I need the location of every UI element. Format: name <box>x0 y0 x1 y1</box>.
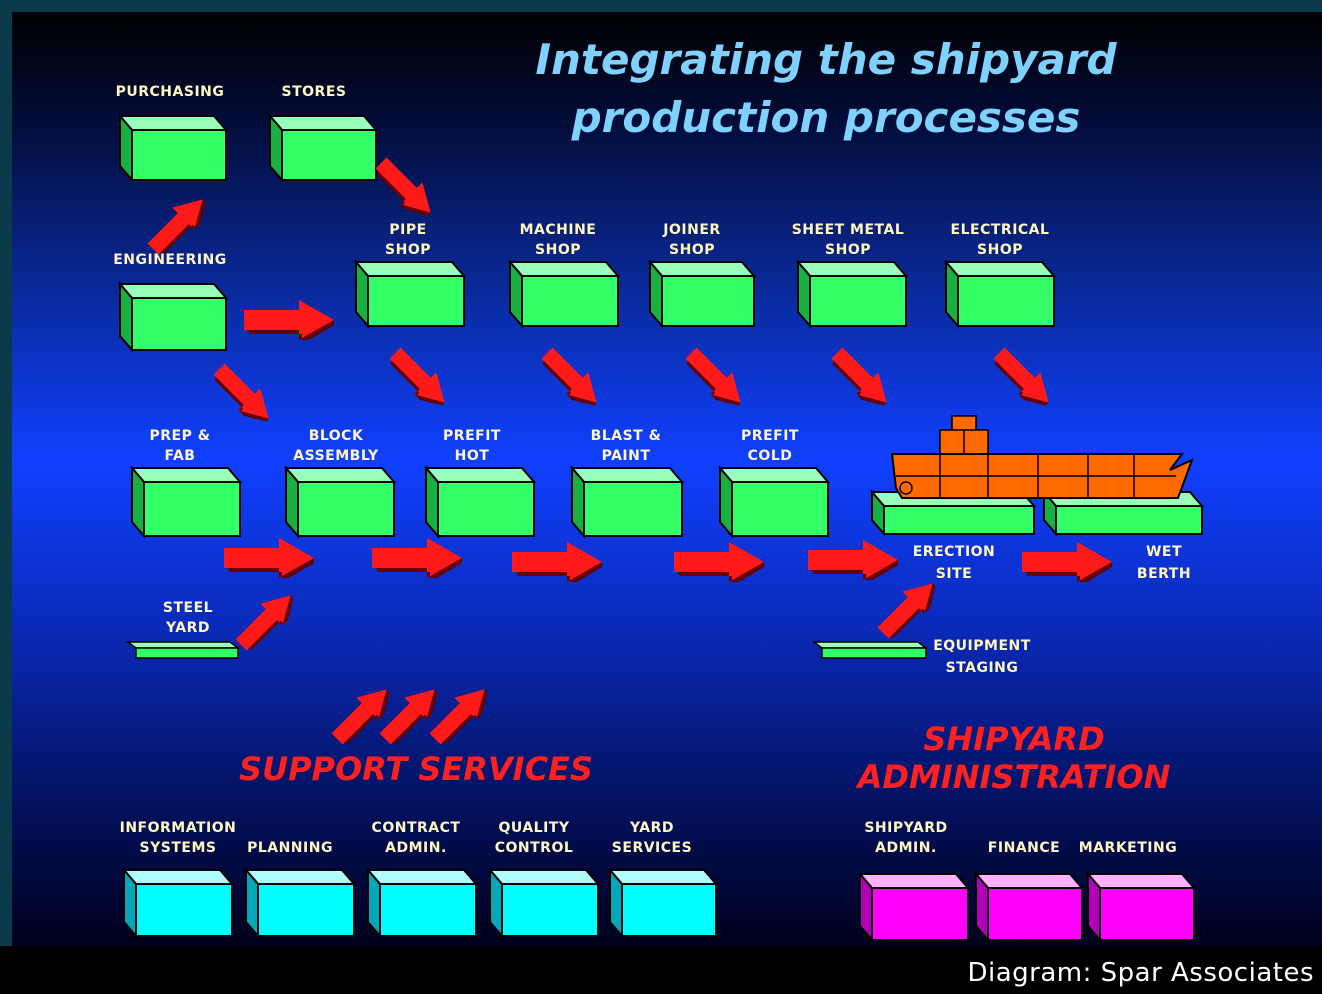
machine-shop-label-1: MACHINE <box>520 222 597 238</box>
blast-paint-label-2: PAINT <box>602 448 651 464</box>
prefit-hot-label-2: HOT <box>455 448 490 464</box>
prefit-cold-label-2: COLD <box>748 448 793 464</box>
arrow-engineering-to-pipe-shop <box>244 300 334 340</box>
arrow-electrical-shop-down <box>987 342 1060 414</box>
contract-admin-label-1: CONTRACT <box>372 820 461 836</box>
prep-fab-label-1: PREP & <box>150 428 211 444</box>
arrow-staging-to-erection <box>872 572 944 645</box>
arrow-sheet-metal-shop-down <box>825 342 898 414</box>
block-assembly-label-2: ASSEMBLY <box>293 448 379 464</box>
block-assembly-box <box>283 465 397 539</box>
quality-control-box <box>487 867 601 939</box>
steel-yard-label-1: STEEL <box>163 600 213 616</box>
ship-illustration <box>890 415 1194 499</box>
slide: Integrating the shipyard production proc… <box>12 12 1322 946</box>
information-systems-box <box>121 867 235 939</box>
equipment-staging-label-2: STAGING <box>946 660 1019 676</box>
shipyard-admin-label-1: SHIPYARD <box>864 820 947 836</box>
yard-services-box <box>607 867 719 939</box>
joiner-shop-box <box>647 259 757 329</box>
erection-site-label-1: ERECTION <box>913 544 996 560</box>
arrow-support-3 <box>424 678 496 751</box>
electrical-shop-label-2: SHOP <box>977 242 1023 258</box>
wet-berth-label-2: BERTH <box>1137 566 1191 582</box>
finance-box <box>973 871 1085 943</box>
shipyard-admin-label-2: ADMIN. <box>875 840 937 856</box>
purchasing-label: PURCHASING <box>116 84 225 100</box>
electrical-shop-label-1: ELECTRICAL <box>951 222 1050 238</box>
arrow-blast-to-prefit-cold <box>674 542 764 582</box>
prefit-cold-label-1: PREFIT <box>741 428 799 444</box>
prefit-hot-box <box>423 465 537 539</box>
diagram: Integrating the shipyard production proc… <box>113 35 1205 943</box>
prefit-cold-box <box>717 465 831 539</box>
purchasing-box <box>117 113 229 183</box>
information-systems-label-1: INFORMATION <box>120 820 237 836</box>
joiner-shop-label-1: JOINER <box>662 222 720 238</box>
yard-services-label-2: SERVICES <box>612 840 692 856</box>
block-assembly-label-1: BLOCK <box>309 428 364 444</box>
contract-admin-box <box>365 867 479 939</box>
blast-paint-label-1: BLAST & <box>591 428 662 444</box>
arrow-machine-shop-down <box>535 342 608 414</box>
machine-shop-box <box>507 259 621 329</box>
engineering-label: ENGINEERING <box>113 252 227 268</box>
pipe-shop-box <box>353 259 467 329</box>
information-systems-label-2: SYSTEMS <box>140 840 217 856</box>
sheet-metal-shop-label-1: SHEET METAL <box>792 222 905 238</box>
marketing-label: MARKETING <box>1079 840 1177 856</box>
contract-admin-label-2: ADMIN. <box>385 840 447 856</box>
prefit-hot-label-1: PREFIT <box>443 428 501 444</box>
stores-label: STORES <box>282 84 347 100</box>
yard-services-label-1: YARD <box>629 820 674 836</box>
erection-site-label-2: SITE <box>936 566 972 582</box>
equipment-staging-label-1: EQUIPMENT <box>933 638 1031 654</box>
arrow-prefit-cold-to-erection <box>808 540 898 580</box>
quality-control-label-1: QUALITY <box>499 820 570 836</box>
arrow-joiner-shop-down <box>679 342 752 414</box>
arrow-prefit-hot-to-blast <box>512 542 602 582</box>
pipe-shop-label-2: SHOP <box>385 242 431 258</box>
equipment-staging-slab <box>811 641 929 659</box>
shipyard-admin-box <box>857 871 971 943</box>
title-line-1: Integrating the shipyard <box>535 35 1117 84</box>
wet-berth-label-1: WET <box>1146 544 1182 560</box>
quality-control-label-2: CONTROL <box>495 840 574 856</box>
prep-fab-box <box>129 465 243 539</box>
finance-label: FINANCE <box>988 840 1060 856</box>
planning-label: PLANNING <box>247 840 333 856</box>
electrical-shop-box <box>943 259 1057 329</box>
credit-text: Diagram: Spar Associates <box>967 958 1314 988</box>
arrow-engineering-to-prep <box>207 358 280 430</box>
arrow-erection-to-wet-berth <box>1022 542 1112 582</box>
sheet-metal-shop-box <box>795 259 909 329</box>
blast-paint-box <box>569 465 685 539</box>
planning-box <box>243 867 357 939</box>
arrow-block-to-prefit-hot <box>372 538 462 578</box>
arrow-stores-to-pipe-shop <box>369 152 442 224</box>
support-services-heading: SUPPORT SERVICES <box>239 750 593 788</box>
machine-shop-label-2: SHOP <box>535 242 581 258</box>
stores-box <box>267 113 379 183</box>
footer-bar <box>0 946 1322 994</box>
marketing-box <box>1085 871 1197 943</box>
arrow-steel-yard-to-block <box>230 584 302 657</box>
arrow-prep-to-block <box>224 538 314 578</box>
steel-yard-label-2: YARD <box>165 620 210 636</box>
shipyard-administration-heading-1: SHIPYARD <box>923 720 1104 758</box>
title-line-2: production processes <box>571 93 1081 142</box>
shipyard-administration-heading-2: ADMINISTRATION <box>855 758 1171 796</box>
pipe-shop-label-1: PIPE <box>389 222 426 238</box>
joiner-shop-label-2: SHOP <box>669 242 715 258</box>
engineering-box <box>117 281 229 353</box>
arrow-pipe-shop-down <box>383 342 456 414</box>
prep-fab-label-2: FAB <box>165 448 196 464</box>
sheet-metal-shop-label-2: SHOP <box>825 242 871 258</box>
steel-yard-slab <box>125 641 241 659</box>
